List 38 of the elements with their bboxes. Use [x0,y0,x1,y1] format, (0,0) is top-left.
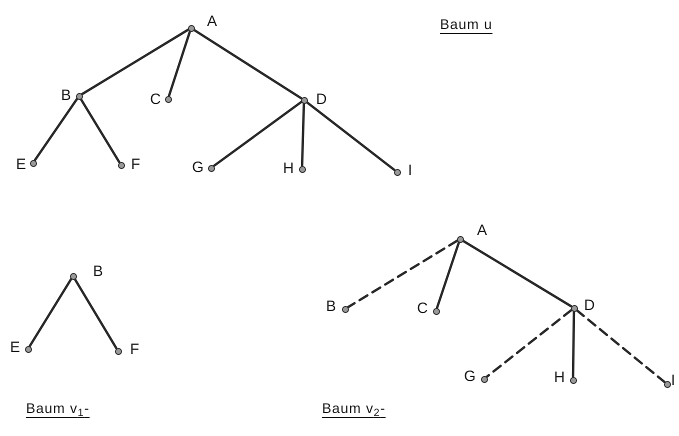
tree-edge [346,240,458,308]
tree-caption: Baum v$_{2}$- [322,399,386,419]
tree-edge [300,102,306,167]
vertex-label: F [130,342,140,357]
vertex-label: H [554,370,565,385]
vertex-label: B [61,88,72,103]
tree-edge [576,309,666,383]
tree-edge [436,241,460,309]
vertex-label: B [93,264,104,279]
tree-edge [168,30,192,97]
tree-caption: Baum u [440,15,492,34]
tree-edge [572,310,576,378]
tree-edge [212,100,302,168]
tree-edge [192,28,302,100]
vertex-label: E [16,157,26,172]
vertex-label: H [283,161,294,176]
tree-edge [462,240,572,308]
vertex-label: B [326,299,336,314]
tree-edge [74,278,118,350]
vertex-label: D [584,298,595,313]
vertex-label: A [477,223,488,238]
vertex-label: F [131,157,140,172]
vertex-label: E [10,340,20,355]
tree-edge [80,28,190,96]
vertex-label: I [408,163,412,178]
vertex-label: G [192,160,204,175]
tree-caption: Baum v$_{1}$- [26,399,90,419]
tree-edge [486,308,572,378]
vertex-label: C [150,92,161,107]
vertex-label: I [671,373,676,388]
tree-edge [28,278,72,348]
tree-edge [306,100,396,172]
vertex-label: A [207,14,218,29]
tree-edge [34,98,78,162]
vertex-label: G [464,369,476,384]
tree-edge [80,98,120,164]
vertex-label: C [417,301,428,316]
vertex-label: D [316,92,327,107]
